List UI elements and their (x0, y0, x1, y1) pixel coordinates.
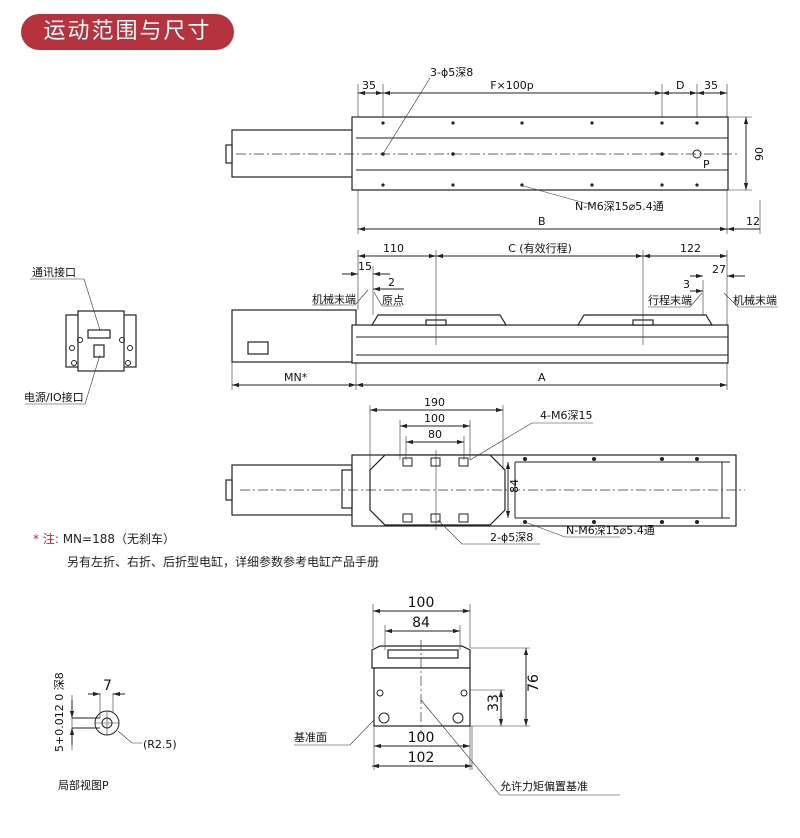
side-view: 110 C (有效行程) 122 15 2 3 27 机械末端 原点 行程末端 … (231, 241, 778, 390)
motor-housing (231, 129, 357, 178)
dim-190: 190 (424, 396, 445, 409)
comm-port (87, 329, 111, 339)
connector-end-view: 通讯接口 电源/IO接口 (24, 266, 137, 405)
dim-33: 33 (486, 694, 502, 712)
dim-12: 12 (746, 215, 760, 228)
dim-122: 122 (680, 242, 701, 255)
dim-102: 102 (408, 750, 435, 766)
dim-a: A (538, 371, 546, 384)
dim-15: 15 (358, 260, 372, 273)
section-view: 100 84 76 33 100 102 基准面 允许力矩偏置基准 (294, 595, 620, 796)
tap-label-bottom: N-M6深15⌀5.4通 (566, 524, 655, 537)
detail-caption: 局部视图P (58, 778, 109, 792)
note-prefix: * 注: (33, 532, 59, 546)
power-io-port (93, 344, 105, 358)
carriage-bottom (369, 454, 506, 526)
dim-35-right: 35 (704, 79, 718, 92)
dim-80: 80 (428, 428, 442, 441)
tolerance-label: 5+0.012 0 深8 (53, 672, 66, 752)
dim-84-section: 84 (412, 615, 430, 631)
origin-label: 原点 (382, 294, 404, 307)
moment-datum-label: 允许力矩偏置基准 (500, 779, 588, 793)
power-io-label: 电源/IO接口 (24, 390, 84, 404)
dim-90: 90 (753, 147, 766, 161)
dim-mn: MN* (284, 371, 308, 384)
m6-label: 4-M6深15 (540, 409, 592, 422)
dim-c: C (有效行程) (508, 241, 572, 255)
dim-7: 7 (103, 678, 112, 694)
detail-view-p: 7 5+0.012 0 深8 (R2.5) 局部视图P (53, 672, 177, 792)
stroke-end-label: 行程末端 (648, 293, 692, 307)
dim-100-top: 100 (408, 595, 435, 611)
note-line-1: * 注: MN=188（无刹车） (33, 530, 175, 547)
section-title: 运动范围与尺寸 (21, 14, 234, 50)
mech-end-right: 机械末端 (733, 293, 777, 307)
dim-3: 3 (683, 278, 690, 291)
dim-100-bottom: 100 (408, 730, 435, 746)
dim-76: 76 (526, 674, 542, 692)
dim-b: B (538, 215, 546, 228)
dim-f: F×100p (490, 79, 534, 92)
dim-d: D (676, 79, 684, 92)
dim-27: 27 (712, 263, 726, 276)
dim-100: 100 (424, 412, 445, 425)
datum-face-label: 基准面 (294, 731, 327, 744)
note-line-2: 另有左折、右折、后折型电缸，详细参数参考电缸产品手册 (67, 555, 380, 569)
mark-p: P (703, 158, 710, 171)
dim-110: 110 (383, 242, 404, 255)
top-view: 35 F×100p D 35 3-ϕ5深8 90 P B 12 N-M6深15⌀… (225, 66, 766, 234)
pin-label: 2-ϕ5深8 (490, 531, 533, 544)
bottom-view: 190 100 80 84 4-M6深15 2-ϕ5深8 N-M6深15⌀5.4… (225, 396, 745, 545)
comm-port-label: 通讯接口 (32, 266, 76, 279)
actuator-body-side (351, 324, 729, 364)
holes-label: 3-ϕ5深8 (430, 66, 473, 79)
dim-2: 2 (388, 276, 395, 289)
note-mn: MN=188（无刹车） (62, 532, 175, 546)
mech-end-left: 机械末端 (312, 292, 356, 306)
dim-84: 84 (508, 479, 521, 493)
dim-35-left: 35 (362, 79, 376, 92)
actuator-body (351, 116, 729, 191)
radius-label: (R2.5) (143, 738, 177, 751)
tap-label: N-M6深15⌀5.4通 (575, 200, 664, 213)
